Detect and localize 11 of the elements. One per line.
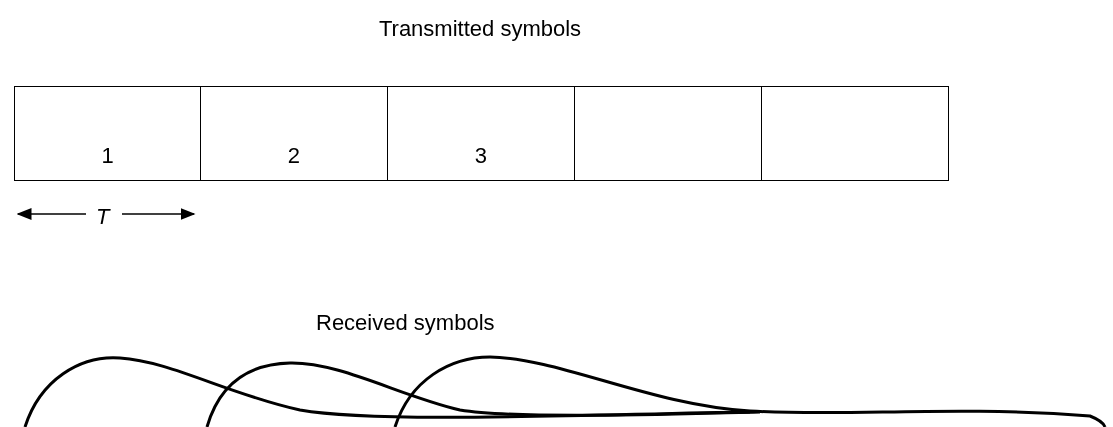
symbol-box — [14, 86, 201, 181]
diagram-title: Transmitted symbols — [377, 15, 583, 43]
symbol-number: 3 — [473, 142, 488, 170]
symbol-box — [199, 86, 388, 181]
symbol-number: 2 — [286, 142, 301, 170]
symbol-number: 1 — [100, 142, 115, 170]
empty-symbol-box — [573, 86, 762, 181]
section-label: Received symbols — [316, 309, 495, 337]
empty-symbol-box — [760, 86, 949, 181]
symbol-box — [386, 86, 575, 181]
period-label: T — [96, 203, 110, 231]
